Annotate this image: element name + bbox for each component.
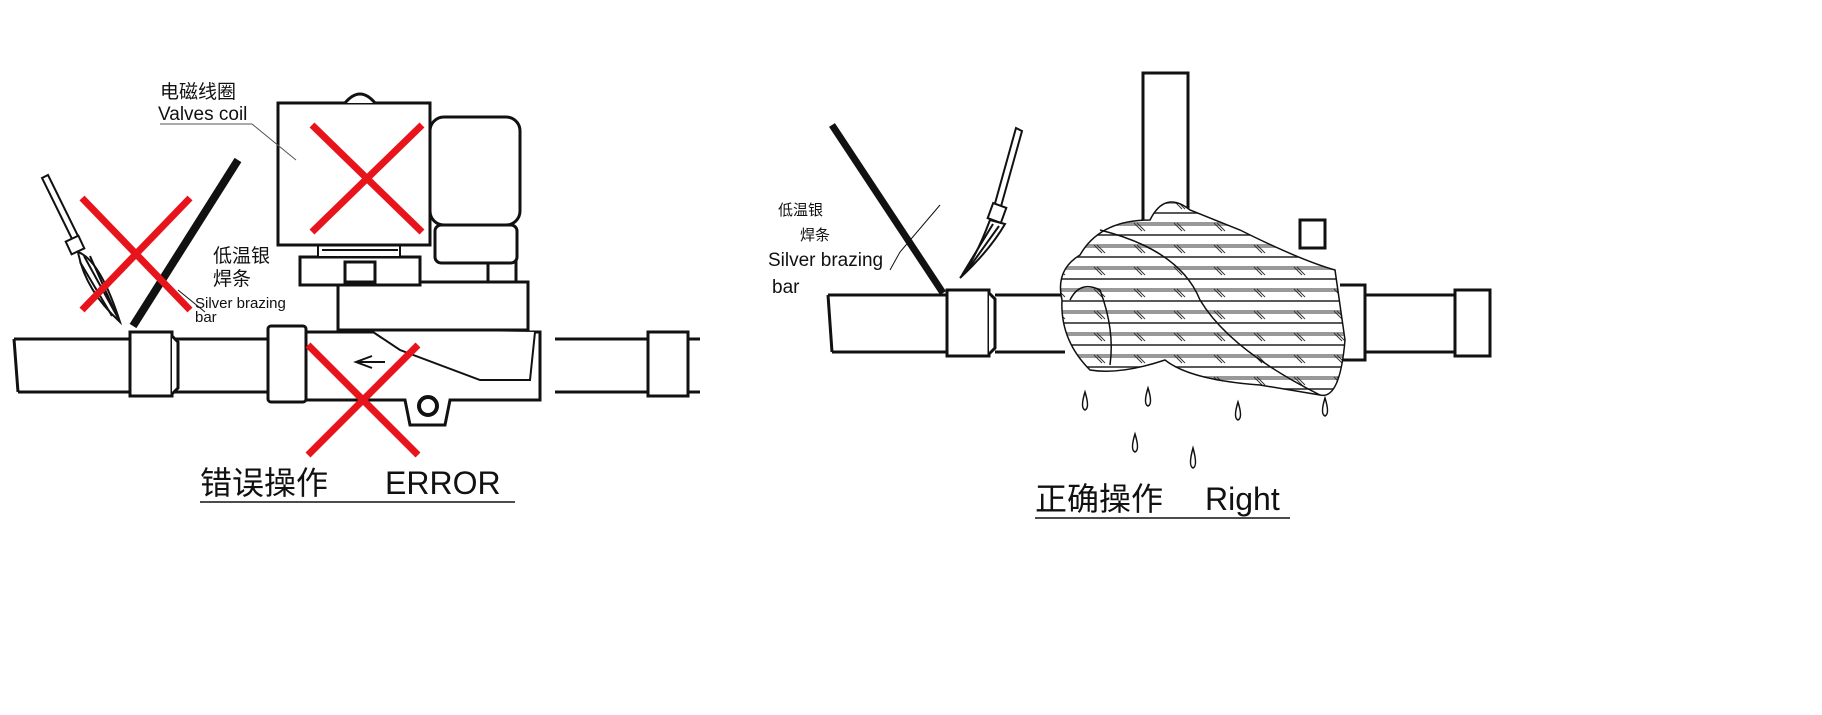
bar-label-en-1: Silver brazing bbox=[195, 295, 286, 312]
bar-label-cn-1: 低温银 bbox=[778, 202, 823, 219]
error-caption-en: ERROR bbox=[385, 465, 501, 501]
solenoid-valve bbox=[266, 92, 542, 427]
wet-cloth bbox=[1059, 201, 1346, 397]
right-caption-cn: 正确操作 bbox=[1035, 481, 1163, 517]
brazing-bar bbox=[829, 123, 946, 295]
bar-label-cn-2: 焊条 bbox=[800, 227, 830, 244]
pipe-left bbox=[12, 330, 700, 398]
brazing-bar bbox=[129, 157, 242, 329]
coil-label-cn: 电磁线圈 bbox=[160, 81, 236, 103]
error-x-marks bbox=[79, 122, 425, 458]
bar-label-cn-2: 焊条 bbox=[213, 268, 251, 290]
error-caption-cn: 错误操作 bbox=[200, 465, 328, 501]
water-droplets bbox=[1081, 385, 1329, 469]
right-panel bbox=[826, 71, 1492, 469]
bar-label-en-2: bar bbox=[195, 309, 217, 326]
pipe-right bbox=[826, 71, 1492, 362]
right-caption-en: Right bbox=[1205, 481, 1280, 517]
torch-icon bbox=[40, 173, 123, 326]
error-panel bbox=[12, 92, 700, 458]
torch-icon bbox=[959, 126, 1024, 279]
bar-label-en-1: Silver brazing bbox=[768, 250, 883, 271]
bar-label-en-2: bar bbox=[772, 277, 800, 298]
bar-label-cn-1: 低温银 bbox=[213, 245, 270, 267]
coil-label-en: Valves coil bbox=[158, 104, 247, 125]
